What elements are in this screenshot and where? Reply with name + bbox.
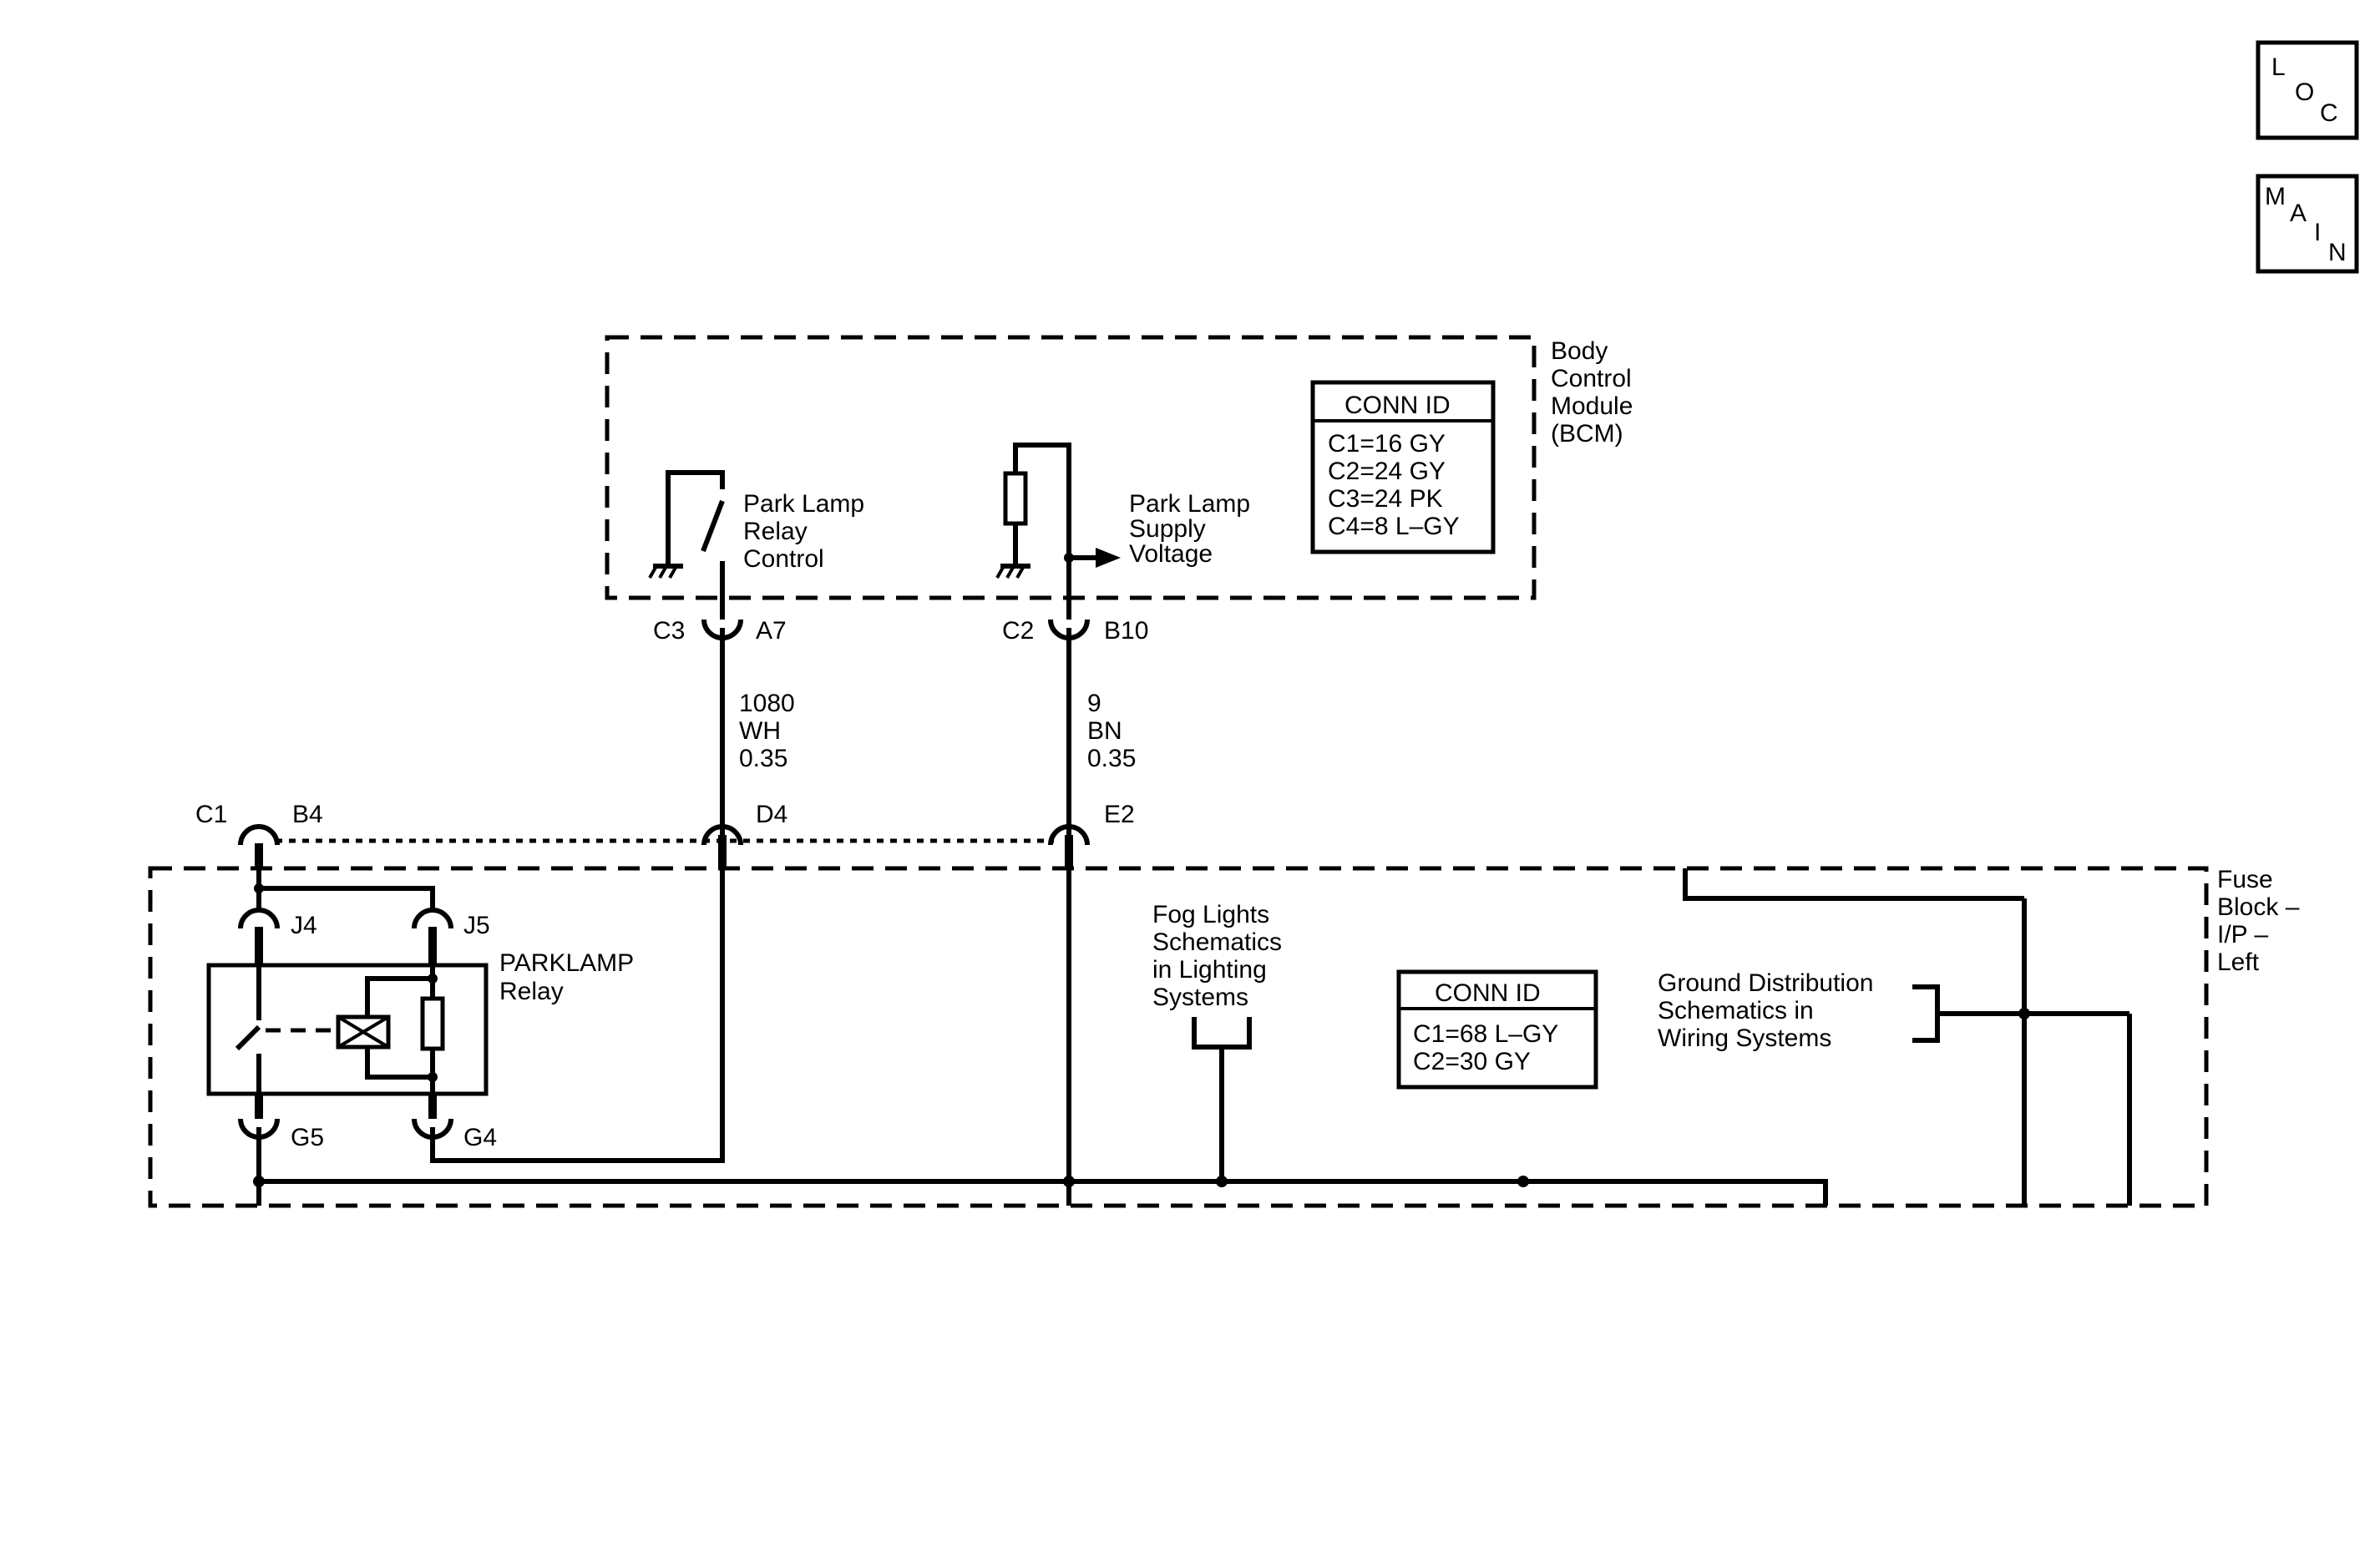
relay-coil-icon bbox=[336, 965, 445, 1094]
bcm-conn-id-title: CONN ID bbox=[1344, 392, 1451, 419]
fog-lights-reference-bracket bbox=[1192, 1017, 1252, 1181]
fb-connector-b4 bbox=[238, 824, 280, 868]
loc-letter-l: L bbox=[2271, 53, 2286, 81]
supply-voltage-label-line2: Supply bbox=[1129, 515, 1206, 543]
relay-control-label-line2: Relay bbox=[743, 518, 808, 545]
main-letter-a: A bbox=[2290, 200, 2307, 227]
connector-label-j5: J5 bbox=[463, 912, 490, 939]
bcm-conn-row: C4=8 L–GY bbox=[1328, 513, 1460, 540]
main-letter-n: N bbox=[2328, 239, 2347, 266]
fog-lights-ref-line4: Systems bbox=[1152, 984, 1248, 1011]
fuse-block-conn-row: C1=68 L–GY bbox=[1413, 1020, 1558, 1048]
loc-letter-c: C bbox=[2320, 99, 2338, 127]
wire-left-color: WH bbox=[739, 717, 781, 745]
main-letter-m: M bbox=[2265, 183, 2286, 210]
fuse-block-label-line3: I/P – bbox=[2217, 921, 2268, 948]
fb-connector-d4 bbox=[701, 824, 743, 868]
connector-label-g5: G5 bbox=[291, 1124, 324, 1151]
ground-distribution-bracket bbox=[1683, 868, 2132, 1206]
fog-lights-ref-line3: in Lighting bbox=[1152, 956, 1267, 984]
supply-voltage-label-line3: Voltage bbox=[1129, 540, 1213, 568]
fuse-block: Fuse Block – I/P – Left J4 J5 bbox=[148, 866, 2300, 1208]
connector-label-c2: C2 bbox=[1002, 617, 1034, 645]
bcm-connector-a7 bbox=[701, 619, 743, 835]
fuse-block-label-line1: Fuse bbox=[2217, 866, 2273, 893]
connector-label-a7: A7 bbox=[756, 617, 787, 645]
bcm-conn-id-table: CONN ID C1=16 GY C2=24 GY C3=24 PK C4=8 … bbox=[1310, 380, 1496, 554]
main-button[interactable]: M A I N bbox=[2256, 174, 2359, 274]
bcm-label-line1: Body bbox=[1551, 337, 1608, 365]
supply-voltage-sense-icon bbox=[995, 443, 1121, 620]
relay-switch-contact-icon bbox=[235, 965, 332, 1094]
fb-connector-e2 bbox=[1048, 824, 1090, 868]
fuse-block-label-line2: Block – bbox=[2217, 893, 2300, 921]
bcm-conn-row: C2=24 GY bbox=[1328, 458, 1446, 485]
relay-terminal-j4 bbox=[238, 908, 280, 965]
connector-label-c1: C1 bbox=[195, 801, 227, 828]
ground-ref-line2: Schematics in bbox=[1658, 997, 1814, 1024]
relay-control-switch-icon bbox=[648, 470, 725, 620]
bcm-label-line2: Control bbox=[1551, 365, 1632, 392]
fuse-block-conn-id-table: CONN ID C1=68 L–GY C2=30 GY bbox=[1396, 969, 1598, 1090]
connector-label-b10: B10 bbox=[1104, 617, 1148, 645]
ground-ref-line3: Wiring Systems bbox=[1658, 1024, 1831, 1052]
ground-ref-line1: Ground Distribution bbox=[1658, 969, 1873, 997]
relay-control-label-line1: Park Lamp bbox=[743, 490, 864, 518]
connector-label-g4: G4 bbox=[463, 1124, 497, 1151]
connector-label-j4: J4 bbox=[291, 912, 317, 939]
fuse-block-conn-row: C2=30 GY bbox=[1413, 1048, 1531, 1075]
fuse-block-boundary bbox=[148, 866, 2209, 1208]
bcm-label-line4: (BCM) bbox=[1551, 420, 1623, 448]
bcm-module: Body Control Module (BCM) CONN ID C1=16 … bbox=[605, 335, 1633, 620]
wire-left-size: 0.35 bbox=[739, 745, 787, 772]
relay-terminal-g4 bbox=[412, 868, 725, 1163]
connector-label-d4: D4 bbox=[756, 801, 787, 828]
fuse-block-conn-id-title: CONN ID bbox=[1435, 979, 1541, 1007]
supply-voltage-label-line1: Park Lamp bbox=[1129, 490, 1250, 518]
wire-left-circuit: 1080 bbox=[739, 690, 795, 717]
relay-terminal-j5 bbox=[412, 908, 453, 965]
bcm-conn-row: C1=16 GY bbox=[1328, 430, 1446, 458]
loc-letter-o: O bbox=[2295, 78, 2314, 106]
wire-right-size: 0.35 bbox=[1087, 745, 1136, 772]
relay-label-line2: Relay bbox=[499, 978, 564, 1005]
main-letter-i: I bbox=[2314, 219, 2321, 246]
fog-lights-ref-line1: Fog Lights bbox=[1152, 901, 1269, 928]
fog-lights-ref-line2: Schematics bbox=[1152, 928, 1282, 956]
parklamp-relay bbox=[206, 963, 489, 1096]
bcm-label-line3: Module bbox=[1551, 392, 1633, 420]
wire-right-circuit: 9 bbox=[1087, 690, 1101, 717]
connector-label-c3: C3 bbox=[653, 617, 685, 645]
relay-label-line1: PARKLAMP bbox=[499, 949, 634, 977]
relay-terminal-g5 bbox=[238, 1094, 280, 1206]
relay-control-label-line3: Control bbox=[743, 545, 824, 573]
fuse-block-label-line4: Left bbox=[2217, 948, 2260, 976]
bcm-conn-row: C3=24 PK bbox=[1328, 485, 1443, 513]
bcm-connector-b10 bbox=[1048, 619, 1090, 835]
wire-right-color: BN bbox=[1087, 717, 1122, 745]
connector-label-e2: E2 bbox=[1104, 801, 1135, 828]
loc-button[interactable]: L O C bbox=[2256, 40, 2359, 140]
connector-label-b4: B4 bbox=[292, 801, 323, 828]
